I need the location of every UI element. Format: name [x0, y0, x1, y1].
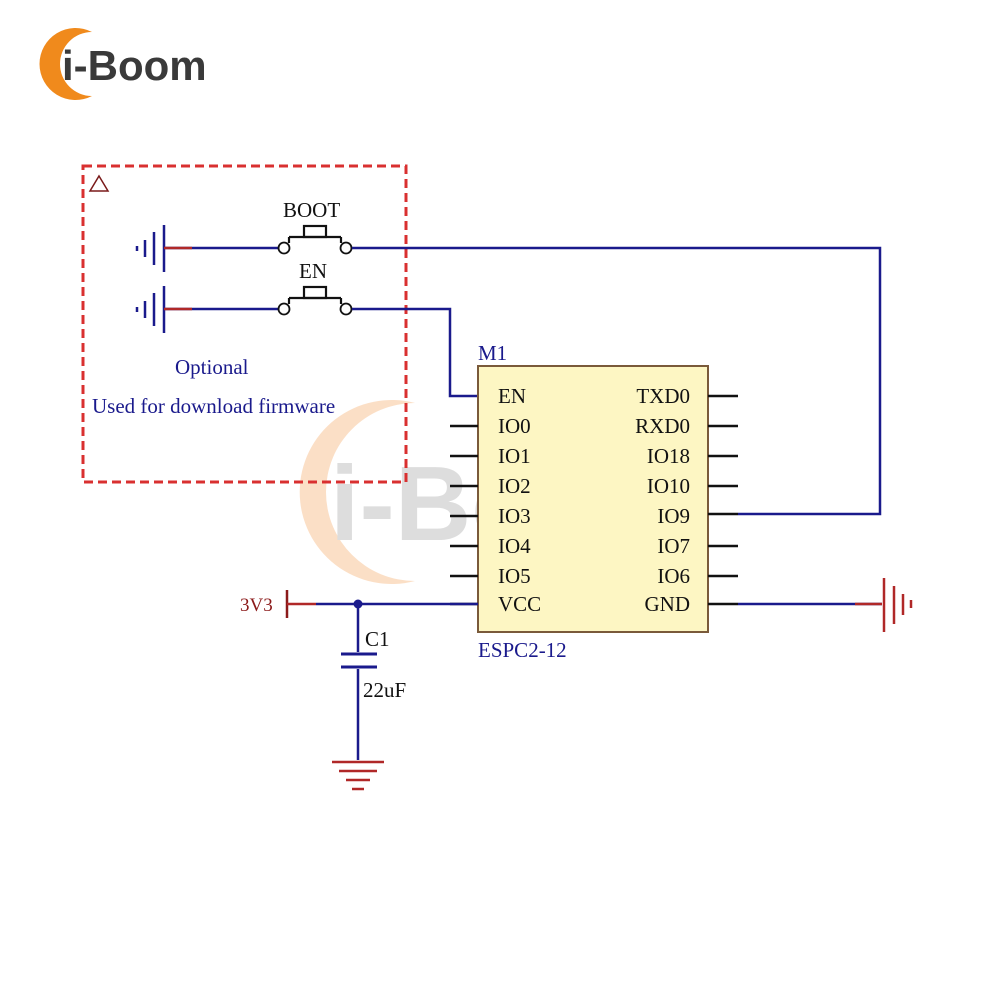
- pin-label-io3: IO3: [498, 504, 531, 528]
- pin-label-io2: IO2: [498, 474, 531, 498]
- optional-note: Optional: [175, 355, 249, 379]
- capacitor-designator: C1: [365, 627, 390, 651]
- pin-label-io6: IO6: [657, 564, 690, 588]
- pin-label-io0: IO0: [498, 414, 531, 438]
- en-switch-label: EN: [299, 259, 327, 283]
- boot-to-io9-wire: [352, 246, 882, 516]
- ground-gnd-icon: [882, 578, 913, 632]
- pin-label-vcc: VCC: [498, 592, 541, 616]
- right-pin-stubs: [708, 394, 738, 606]
- pin-label-rxd0: RXD0: [635, 414, 690, 438]
- power-net-label: 3V3: [240, 595, 273, 616]
- en-switch: EN: [164, 259, 353, 316]
- capacitor-value: 22uF: [363, 678, 406, 702]
- module-designator: M1: [478, 341, 507, 365]
- pin-label-gnd: GND: [645, 592, 691, 616]
- module-body: [477, 365, 709, 633]
- brand-logo: i-Boom: [39, 28, 207, 101]
- pin-label-io10: IO10: [647, 474, 690, 498]
- pin-label-io5: IO5: [498, 564, 531, 588]
- boot-switch-label: BOOT: [283, 198, 340, 222]
- ground-c1-icon: [332, 760, 384, 791]
- warning-triangle-icon: [88, 174, 110, 192]
- watermark-arc-icon: [299, 400, 415, 584]
- pin-label-io18: IO18: [647, 444, 690, 468]
- module-m1: M1 ESPC2-12 EN IO0 IO1 IO2 IO: [450, 341, 738, 662]
- left-pin-stubs: [450, 424, 478, 606]
- capacitor-c1: C1 22uF: [341, 604, 406, 760]
- pin-label-en: EN: [498, 384, 526, 408]
- boot-switch: BOOT: [164, 198, 353, 255]
- en-to-en-pin-wire: [352, 307, 478, 398]
- pin-label-io9: IO9: [657, 504, 690, 528]
- optional-dashed-border: [81, 164, 408, 484]
- pin-label-io1: IO1: [498, 444, 531, 468]
- pin-label-txd0: TXD0: [636, 384, 690, 408]
- optional-section: Optional Used for download firmware: [81, 164, 408, 484]
- ground-boot-icon: [135, 225, 166, 272]
- pin-label-io4: IO4: [498, 534, 531, 558]
- logo-arc-icon: [39, 28, 92, 101]
- ground-en-icon: [135, 286, 166, 333]
- module-part-number: ESPC2-12: [478, 638, 567, 662]
- pin-label-io7: IO7: [657, 534, 690, 558]
- download-firmware-note: Used for download firmware: [92, 394, 335, 418]
- logo-text: i-Boom: [62, 42, 207, 89]
